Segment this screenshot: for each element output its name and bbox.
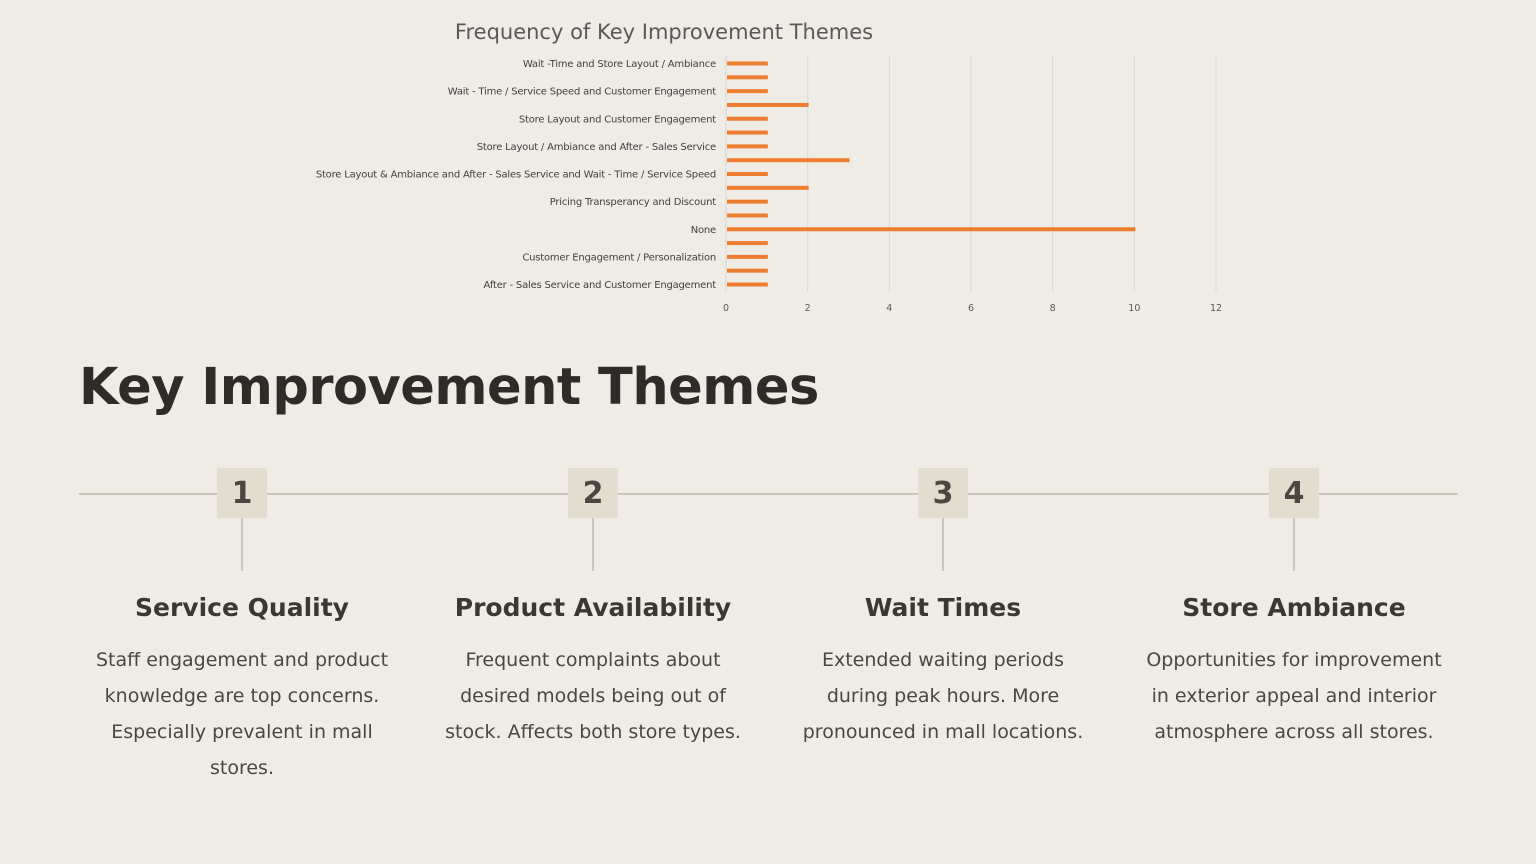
x-tick-label: 8: [1050, 303, 1056, 314]
category-label: After - Sales Service and Customer Engag…: [484, 280, 717, 291]
x-tick-label: 2: [805, 303, 811, 314]
theme-step-3: 3 Wait Times Extended waiting periods du…: [773, 468, 1113, 750]
chart: Frequency of Key Improvement Themes Wait…: [0, 0, 1536, 330]
bar: [727, 185, 809, 190]
category-label: Wait -Time and Store Layout / Ambiance: [523, 59, 716, 70]
step-description: Extended waiting periods during peak hou…: [802, 649, 1084, 743]
x-tick-label: 0: [723, 303, 729, 314]
bar: [727, 227, 1136, 232]
chart-category-labels: Wait -Time and Store Layout / AmbianceWa…: [316, 59, 717, 291]
chart-gridlines: [725, 56, 1217, 292]
x-tick-label: 12: [1210, 303, 1222, 314]
bar: [727, 102, 809, 107]
bar-chart-svg: Frequency of Key Improvement Themes Wait…: [316, 20, 1222, 314]
theme-step-1: 1 Service Quality Staff engagement and p…: [72, 468, 412, 786]
step-connector: [942, 518, 944, 571]
x-tick-label: 4: [886, 303, 892, 314]
step-description: Frequent complaints about desired models…: [445, 649, 741, 743]
step-title: Product Availability: [454, 593, 732, 622]
category-label: None: [691, 225, 716, 236]
category-label: Store Layout / Ambiance and After - Sale…: [477, 142, 716, 153]
bar: [727, 199, 768, 204]
bar: [727, 75, 768, 80]
step-title: Store Ambiance: [1182, 593, 1406, 622]
timeline-line: [79, 493, 1458, 495]
step-connector: [592, 518, 594, 571]
bar: [727, 158, 850, 163]
step-number-badge: 3: [918, 468, 968, 518]
x-tick-label: 10: [1128, 303, 1140, 314]
category-label: Store Layout & Ambiance and After - Sale…: [316, 170, 716, 181]
step-description: Staff engagement and product knowledge a…: [95, 649, 389, 779]
chart-bars: [727, 61, 1136, 287]
category-label: Wait - Time / Service Speed and Customer…: [448, 87, 717, 98]
step-description: Opportunities for improvement in exterio…: [1146, 649, 1442, 743]
category-label: Customer Engagement / Personalization: [522, 252, 716, 263]
bar: [727, 144, 768, 149]
category-label: Pricing Transperancy and Discount: [550, 197, 717, 208]
theme-step-4: 4 Store Ambiance Opportunities for impro…: [1124, 468, 1464, 750]
category-label: Store Layout and Customer Engagement: [519, 114, 716, 125]
bar: [727, 116, 768, 121]
page-title: Key Improvement Themes: [79, 358, 819, 417]
step-number-badge: 2: [568, 468, 618, 518]
step-connector: [241, 518, 243, 571]
bar: [727, 254, 768, 259]
bar: [727, 61, 768, 66]
step-title: Wait Times: [864, 593, 1022, 622]
step-title: Service Quality: [135, 593, 349, 622]
chart-x-tick-labels: 0 2 4 6 8 10 12: [723, 303, 1222, 314]
step-number-badge: 1: [217, 468, 267, 518]
chart-title: Frequency of Key Improvement Themes: [455, 20, 873, 44]
bar: [727, 282, 768, 287]
bar: [727, 89, 768, 94]
step-connector: [1293, 518, 1295, 571]
bar: [727, 130, 768, 135]
bar: [727, 172, 768, 176]
bar: [727, 268, 768, 273]
step-number-badge: 4: [1269, 468, 1319, 518]
x-tick-label: 6: [968, 303, 974, 314]
theme-step-2: 2 Product Availability Frequent complain…: [423, 468, 763, 750]
bar: [727, 241, 768, 246]
bar: [727, 213, 768, 218]
